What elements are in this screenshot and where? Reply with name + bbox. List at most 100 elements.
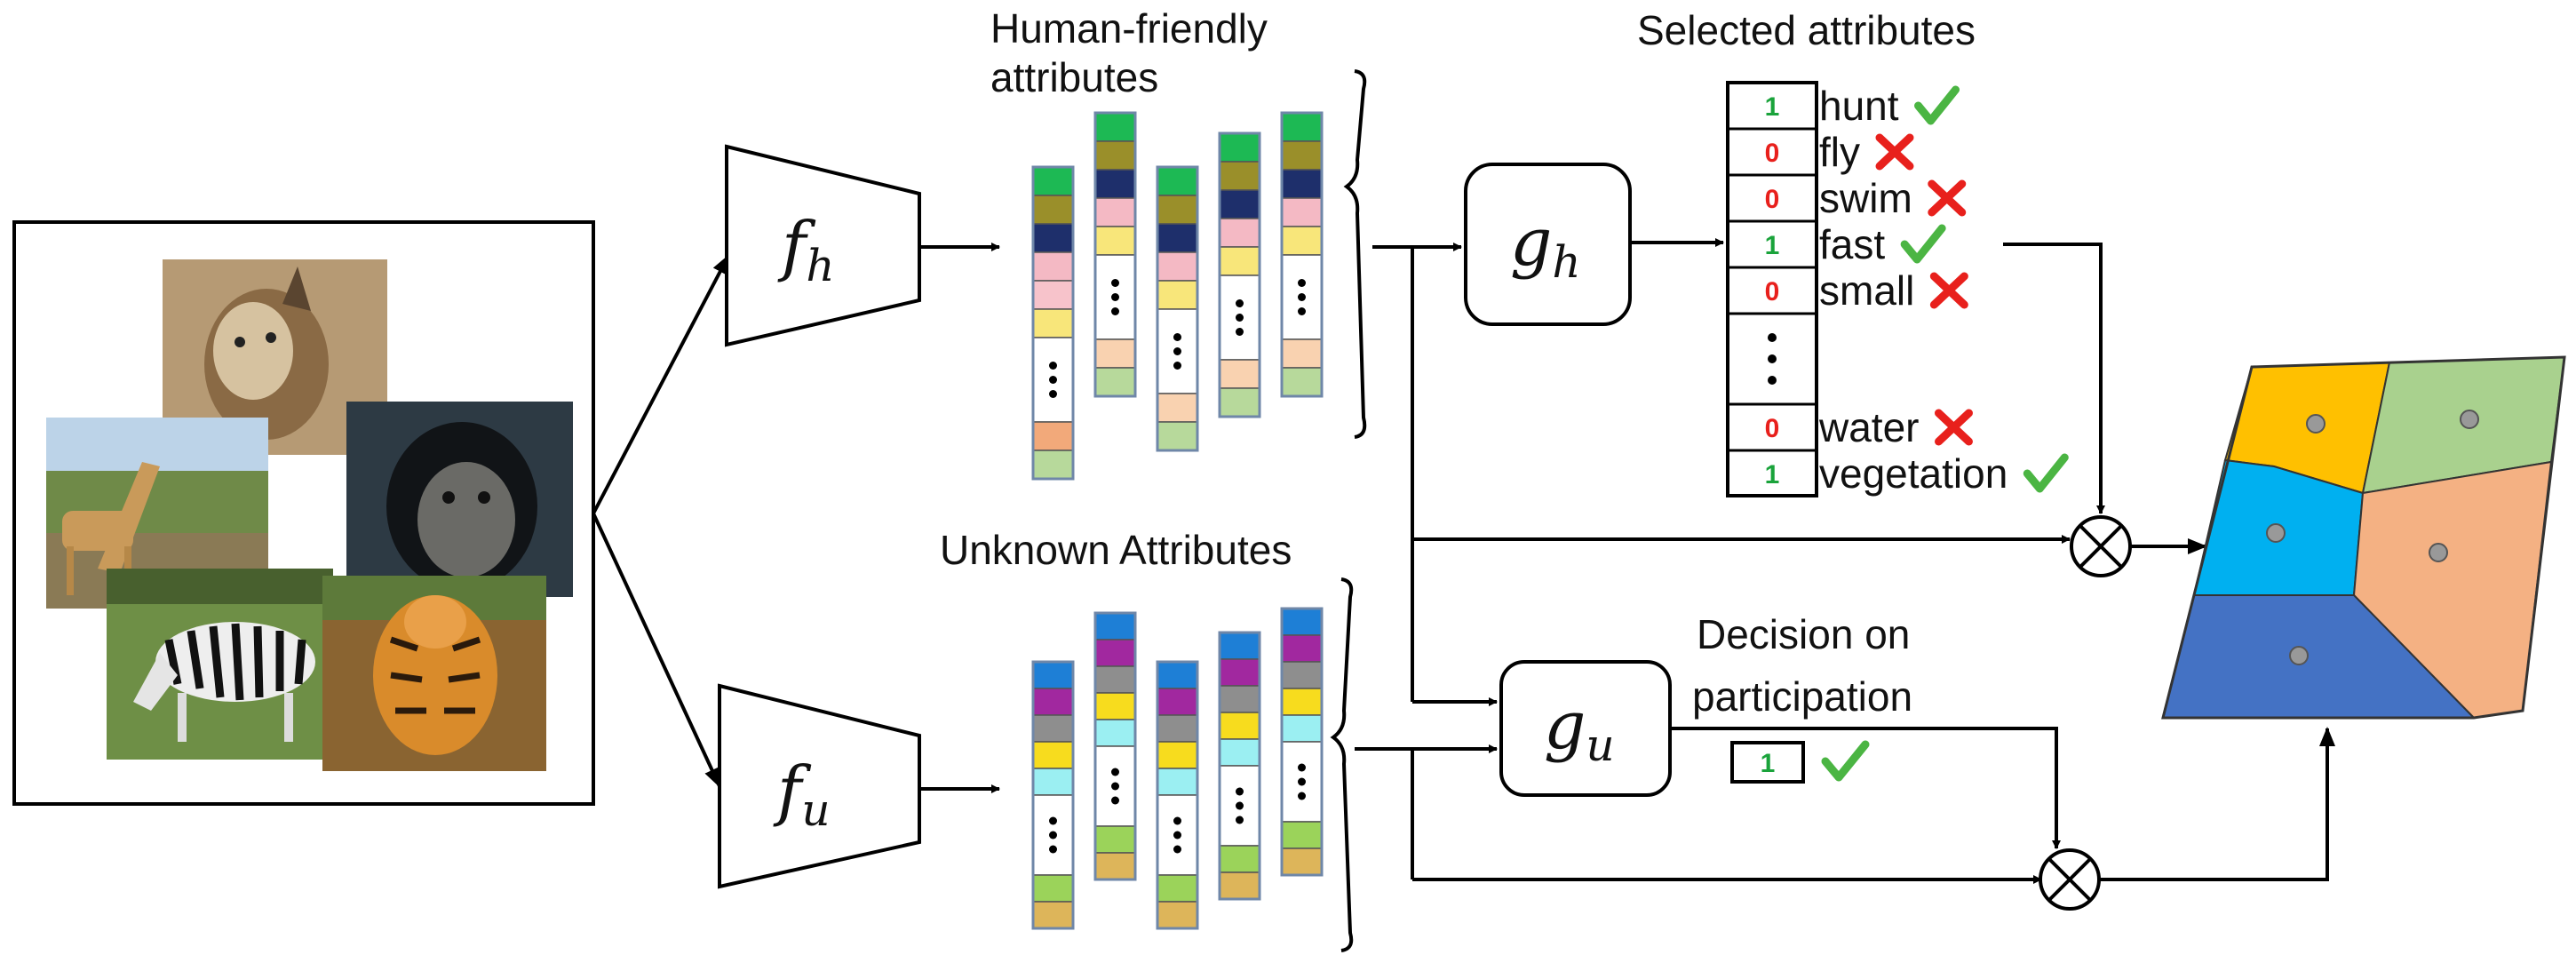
attribute-cell <box>1157 421 1198 451</box>
attribute-cell <box>1219 387 1260 418</box>
attribute-cell <box>1281 688 1323 716</box>
attribute-cell <box>1281 169 1323 199</box>
ellipsis-dot <box>1049 845 1057 854</box>
attribute-cell <box>1281 197 1323 227</box>
attribute-cell <box>1281 608 1323 636</box>
attribute-cell <box>1094 852 1136 880</box>
check-icon <box>1914 85 1960 125</box>
human-attributes-bracket <box>1343 69 1367 439</box>
attribute-cell <box>1157 393 1198 423</box>
fu-sub: u <box>801 784 830 836</box>
attribute-vector-column <box>1093 611 1137 881</box>
attribute-cell <box>1219 359 1260 389</box>
attribute-cell <box>1094 825 1136 854</box>
attribute-vector-column <box>1031 660 1075 930</box>
check-icon <box>1900 224 1946 264</box>
cross-icon <box>1875 133 1914 171</box>
attribute-cell <box>1219 632 1260 660</box>
unknown-attributes-bracket <box>1330 577 1354 952</box>
selected-attribute-row: 1 hunt <box>1765 83 1960 129</box>
attribute-cell <box>1157 874 1198 903</box>
ellipsis-dot <box>1236 328 1244 336</box>
head-gh: gh <box>1464 163 1632 326</box>
attribute-cell <box>1281 226 1323 256</box>
attribute-bit: 0 <box>1765 185 1780 214</box>
svg-text:fu: fu <box>773 752 831 836</box>
ellipsis-dot <box>1298 763 1306 772</box>
human-attributes-title-line1: Human-friendly <box>990 5 1268 52</box>
attribute-cell <box>1219 189 1260 219</box>
attribute-cell <box>1281 338 1323 369</box>
ellipsis-dot <box>1049 831 1057 840</box>
attribute-cell <box>1094 226 1136 256</box>
attribute-cell <box>1094 112 1136 142</box>
multiply-icon-top <box>2070 515 2132 577</box>
attribute-cell <box>1157 166 1198 196</box>
attribute-cell <box>1219 871 1260 900</box>
ellipsis-dot <box>1298 279 1306 287</box>
attribute-cell <box>1094 338 1136 369</box>
attribute-cell <box>1219 712 1260 740</box>
attribute-vector-column <box>1031 165 1075 481</box>
ellipsis-dot <box>1236 801 1244 810</box>
attribute-cell <box>1032 901 1074 929</box>
attribute-bit: 1 <box>1765 92 1780 122</box>
attribute-cell <box>1219 658 1260 687</box>
attribute-cell <box>1281 714 1323 743</box>
gu-sub: u <box>1586 720 1614 771</box>
centroid-point <box>2289 646 2309 665</box>
attribute-vector-column <box>1156 660 1199 930</box>
unknown-attributes-title: Unknown Attributes <box>940 527 1292 573</box>
ellipsis-dot <box>1111 796 1119 805</box>
ellipsis-dot <box>1111 768 1119 776</box>
ellipsis-dot <box>1049 816 1057 825</box>
attribute-cell <box>1157 741 1198 769</box>
attribute-label: small <box>1819 267 1914 314</box>
attribute-label: fast <box>1819 221 1885 267</box>
attribute-label: fly <box>1819 129 1860 175</box>
attribute-cell <box>1032 195 1074 225</box>
svg-text:gh: gh <box>1510 204 1581 288</box>
cross-icon <box>1928 179 1967 217</box>
attribute-vector-column <box>1280 607 1324 877</box>
ellipsis-dot <box>1236 299 1244 307</box>
ellipsis-dot <box>1768 376 1777 385</box>
attribute-cell <box>1094 612 1136 641</box>
zebra-photo <box>107 569 333 760</box>
ellipsis-dot <box>1298 777 1306 786</box>
human-attribute-vectors <box>1031 111 1324 481</box>
attribute-cell <box>1219 218 1260 248</box>
cross-icon <box>1934 409 1973 446</box>
fh-sub: h <box>806 240 834 291</box>
centroid-point <box>2266 523 2286 543</box>
ellipsis-dot <box>1173 845 1181 854</box>
ellipsis-dot <box>1298 792 1306 800</box>
attribute-cell <box>1032 421 1074 451</box>
attribute-cell <box>1094 665 1136 694</box>
attribute-cell <box>1157 195 1198 225</box>
attribute-cell <box>1032 741 1074 769</box>
gh-sub: h <box>1552 236 1580 288</box>
ellipsis-dot <box>1768 333 1777 342</box>
ellipsis-dot <box>1768 354 1777 363</box>
attribute-label: water <box>1818 404 1919 450</box>
arrow-selected-to-multiply <box>2003 243 2105 514</box>
attribute-label: hunt <box>1819 83 1899 129</box>
chimpanzee-photo <box>346 402 573 597</box>
selected-attributes-vector <box>1726 81 1818 497</box>
attribute-cell <box>1032 280 1074 310</box>
attribute-bit: 1 <box>1765 460 1780 489</box>
attribute-cell <box>1157 223 1198 253</box>
centroid-point <box>2429 543 2448 562</box>
attribute-cell <box>1281 634 1323 663</box>
attribute-cell <box>1281 140 1323 171</box>
attribute-cell <box>1157 714 1198 743</box>
ellipsis-dot <box>1049 376 1057 384</box>
ellipsis-dot <box>1236 787 1244 796</box>
attribute-cell <box>1094 197 1136 227</box>
attribute-label: swim <box>1819 175 1912 221</box>
arrow-gu-to-multiply <box>1670 727 2061 849</box>
